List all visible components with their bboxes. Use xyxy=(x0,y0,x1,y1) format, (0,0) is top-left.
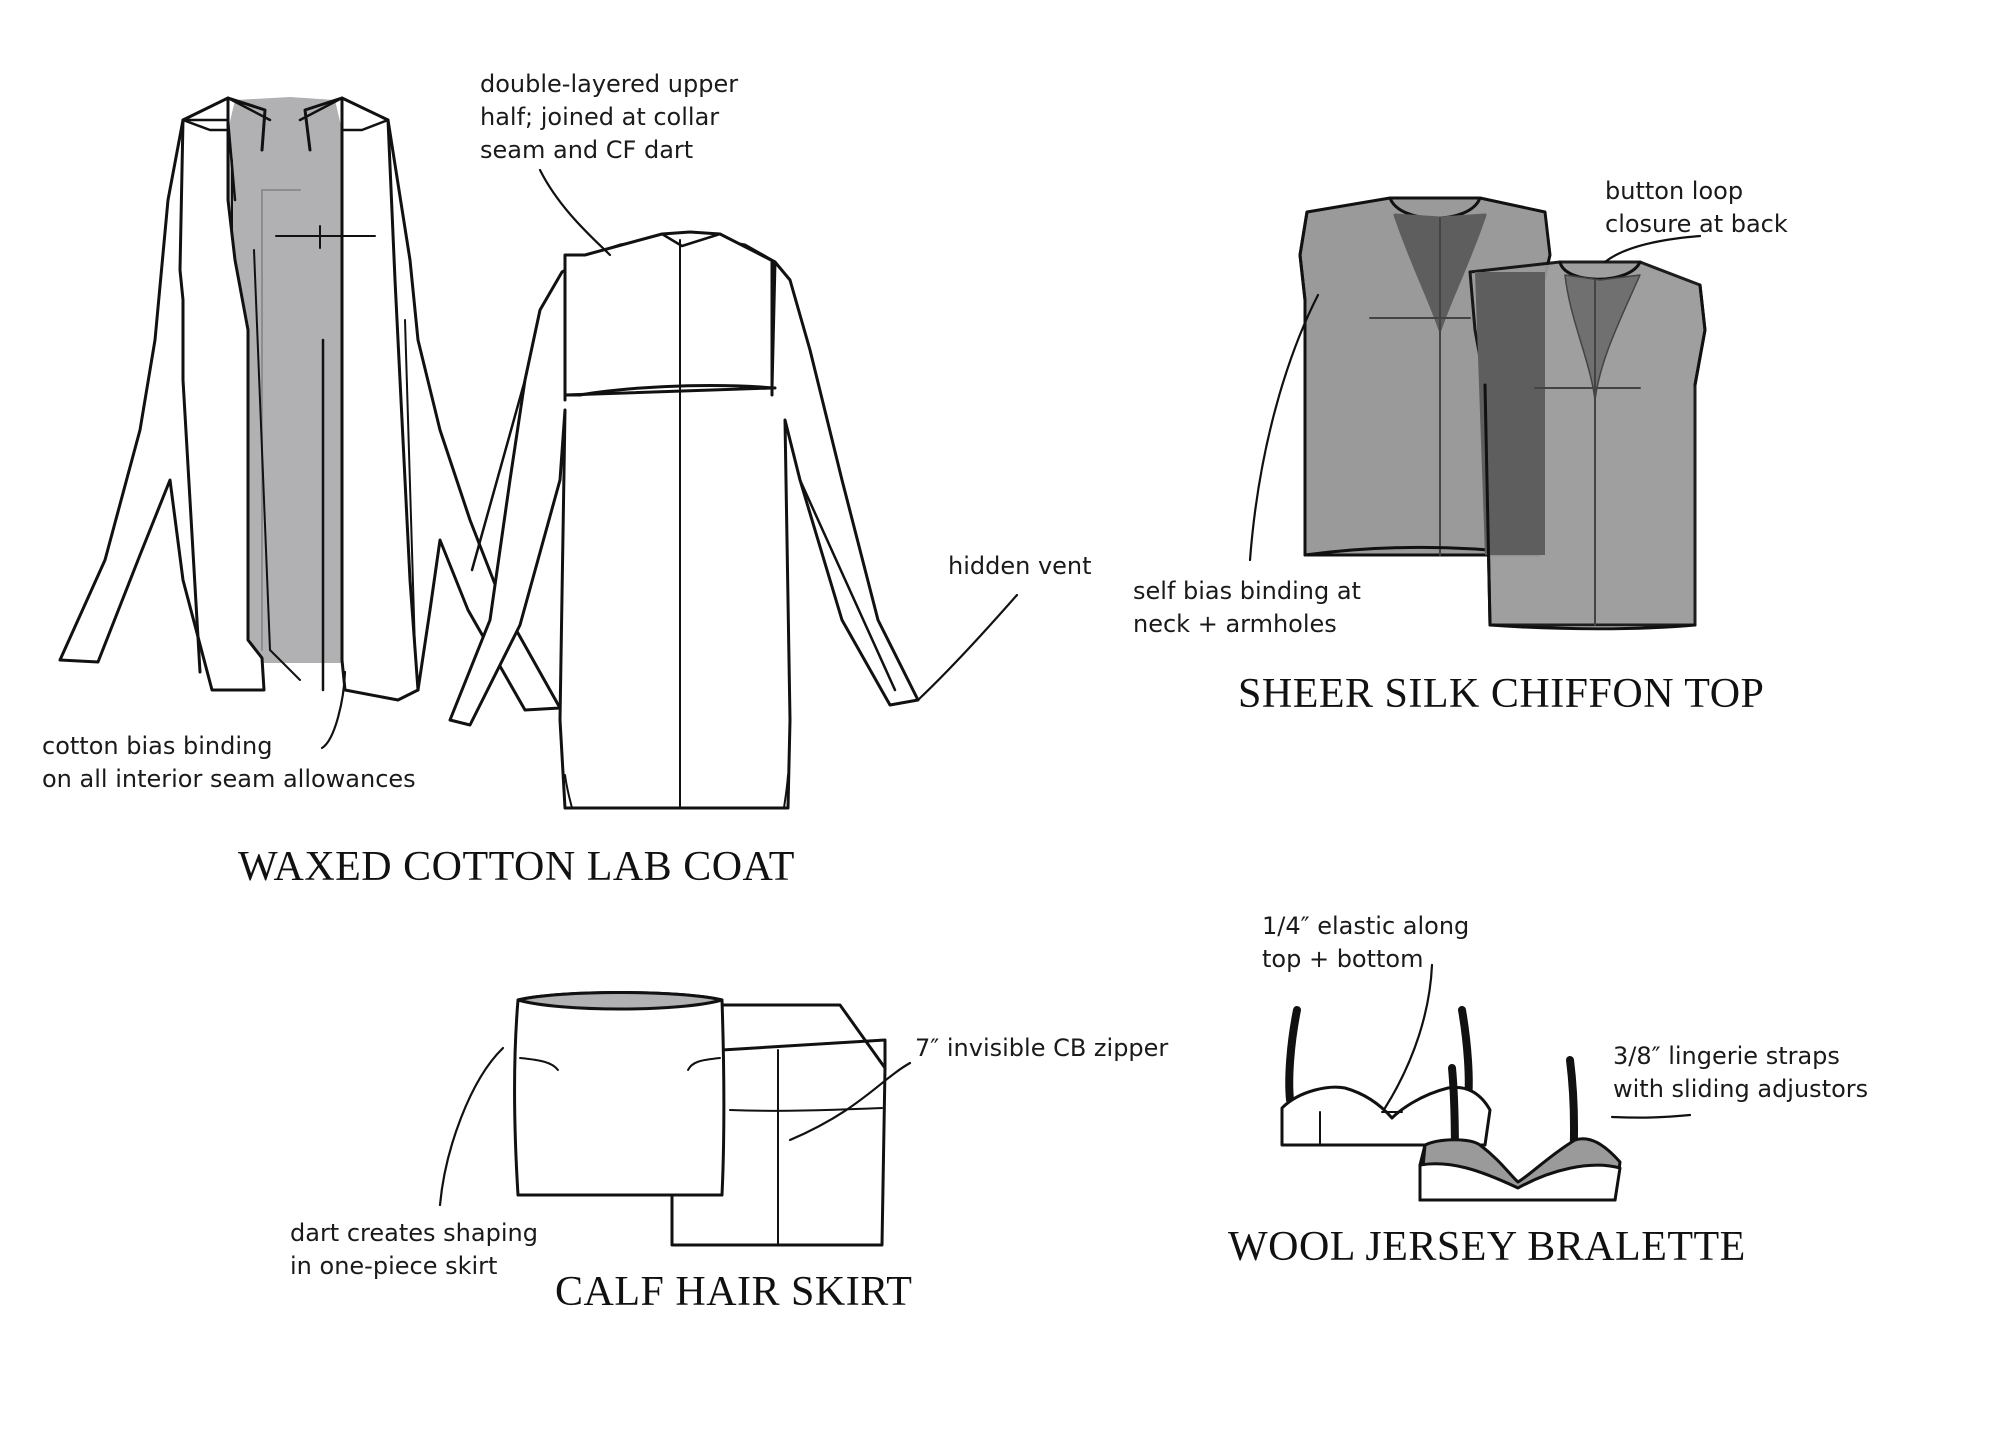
chiffon-top-back-drawing xyxy=(1468,260,1707,631)
skirt-front-drawing xyxy=(513,991,726,1197)
bralette-front-drawing xyxy=(1280,1006,1492,1147)
note-elastic: 1/4″ elastic along top + bottom xyxy=(1262,910,1469,976)
note-double-layer-line-2: half; joined at collar xyxy=(480,103,720,131)
note-elastic-line-1: 1/4″ elastic along xyxy=(1262,912,1470,940)
note-double-layer-line-3: seam and CF dart xyxy=(480,136,694,164)
leader-straps xyxy=(1610,1113,1692,1119)
note-bias-binding: cotton bias binding on all interior seam… xyxy=(42,730,416,796)
note-bias-binding-line-1: cotton bias binding xyxy=(42,732,273,760)
note-bias-binding-line-2: on all interior seam allowances xyxy=(42,765,416,793)
leader-zipper xyxy=(788,1061,912,1142)
skirt-title: CALF HAIR SKIRT xyxy=(555,1269,913,1315)
note-zipper-line-1: 7″ invisible CB zipper xyxy=(915,1034,1169,1062)
note-button-loop-line-1: button loop xyxy=(1605,177,1744,205)
leader-double-layer xyxy=(538,168,612,257)
bralette-title: WOOL JERSEY BRALETTE xyxy=(1228,1224,1746,1270)
note-double-layer: double-layered upper half; joined at col… xyxy=(480,68,738,167)
leader-dart xyxy=(438,1046,505,1207)
leader-self-bias xyxy=(1248,293,1320,562)
note-zipper: 7″ invisible CB zipper xyxy=(915,1032,1168,1065)
note-straps-line-1: 3/8″ lingerie straps xyxy=(1613,1042,1840,1070)
note-self-bias-line-2: neck + armholes xyxy=(1133,610,1337,638)
note-hidden-vent-line-1: hidden vent xyxy=(948,552,1092,580)
lab-coat-back-drawing xyxy=(448,230,920,810)
note-elastic-line-2: top + bottom xyxy=(1262,945,1424,973)
leader-bias-binding xyxy=(320,670,347,750)
lab-coat-title: WAXED COTTON LAB COAT xyxy=(238,844,795,890)
note-straps-line-2: with sliding adjustors xyxy=(1613,1075,1869,1103)
lab-coat-front-drawing xyxy=(58,96,562,712)
note-dart-line-1: dart creates shaping xyxy=(290,1219,538,1247)
note-button-loop-line-2: closure at back xyxy=(1605,210,1788,238)
note-hidden-vent: hidden vent xyxy=(948,550,1092,583)
note-dart: dart creates shaping in one-piece skirt xyxy=(290,1217,538,1283)
bralette-back-drawing xyxy=(1418,1056,1622,1202)
leader-button-loop xyxy=(1603,234,1702,264)
note-self-bias-line-1: self bias binding at xyxy=(1133,577,1361,605)
chiffon-top-title: SHEER SILK CHIFFON TOP xyxy=(1238,671,1765,717)
note-dart-line-2: in one-piece skirt xyxy=(290,1252,498,1280)
note-self-bias: self bias binding at neck + armholes xyxy=(1133,575,1361,641)
note-button-loop: button loop closure at back xyxy=(1605,175,1788,241)
note-double-layer-line-1: double-layered upper xyxy=(480,70,739,98)
note-straps: 3/8″ lingerie straps with sliding adjust… xyxy=(1613,1040,1868,1106)
leader-hidden-vent xyxy=(916,593,1019,702)
leader-elastic xyxy=(1383,963,1434,1110)
